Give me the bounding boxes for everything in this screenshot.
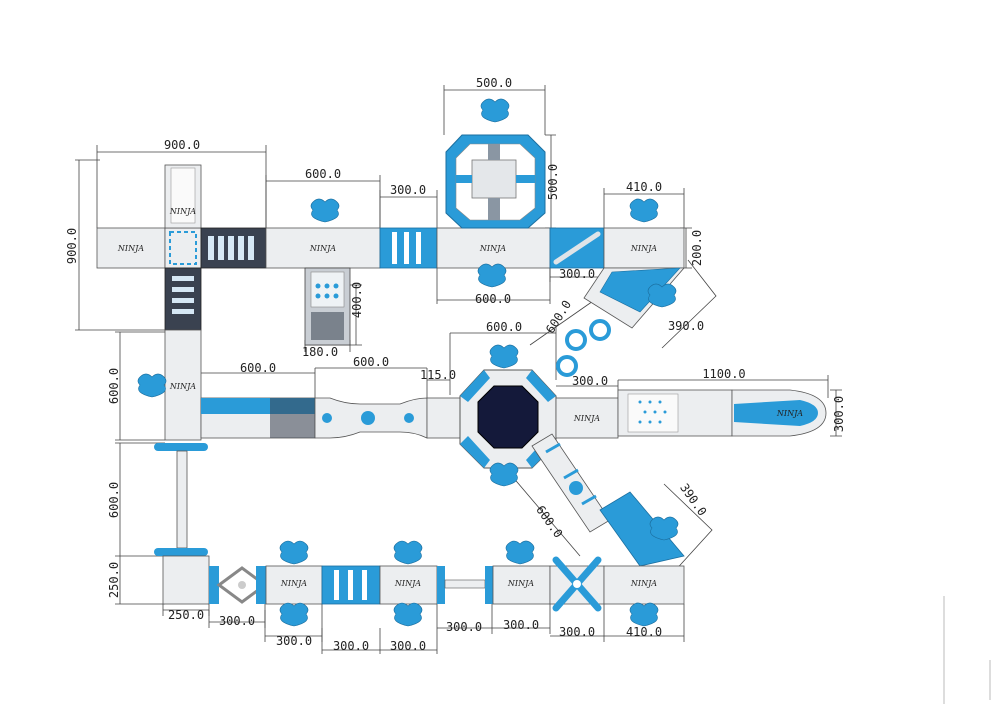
dim-900-left: 900.0 xyxy=(65,228,79,264)
dim-400: 400.0 xyxy=(350,282,364,318)
module-label: NINJA xyxy=(394,579,421,588)
module-label: NINJA xyxy=(117,244,144,253)
dim-1100: 1100.0 xyxy=(702,367,745,381)
dim-600: 600.0 xyxy=(305,167,341,181)
dim-600-diagonal: 600.0 xyxy=(543,298,574,336)
module-label: NINJA xyxy=(630,579,657,588)
dim-180: 180.0 xyxy=(302,345,338,359)
dim-600-left: 600.0 xyxy=(107,368,121,404)
dim-410-top: 410.0 xyxy=(626,180,662,194)
module-label: NINJA xyxy=(280,579,307,588)
bottom-row-modules: NINJA NINJA NINJA NINJA xyxy=(162,555,685,612)
dim-300: 300.0 xyxy=(276,634,312,648)
dim-600-diagonal: 600.0 xyxy=(533,503,565,541)
dim-600: 600.0 xyxy=(240,361,276,375)
angled-slide-top xyxy=(583,267,685,329)
dim-250-left: 250.0 xyxy=(107,562,121,598)
module-label: NINJA xyxy=(630,244,657,253)
dim-300-right: 300.0 xyxy=(832,396,846,432)
module-label: NINJA xyxy=(573,414,600,423)
dim-300: 300.0 xyxy=(572,374,608,388)
module-label: NINJA xyxy=(309,244,336,253)
module-label: NINJA xyxy=(169,207,196,216)
dim-900-top: 900.0 xyxy=(164,138,200,152)
dim-600: 600.0 xyxy=(475,292,511,306)
dim-410-bottom: 410.0 xyxy=(626,625,662,639)
module-label: NINJA xyxy=(507,579,534,588)
dim-390-bottom: 390.0 xyxy=(677,481,709,519)
dim-250-bottom: 250.0 xyxy=(168,608,204,622)
module-label: NINJA xyxy=(776,409,803,418)
dim-500-right: 500.0 xyxy=(546,164,560,200)
dim-300: 300.0 xyxy=(559,625,595,639)
balls xyxy=(556,319,611,377)
dim-300: 300.0 xyxy=(446,620,482,634)
dim-300: 300.0 xyxy=(333,639,369,653)
module-label: NINJA xyxy=(479,244,506,253)
angled-slides-bottom xyxy=(531,433,685,567)
dim-390-top: 390.0 xyxy=(668,319,704,333)
dimension-lines xyxy=(75,85,842,654)
dim-200: 200.0 xyxy=(690,230,704,266)
middle-row-modules: NINJA NINJA NINJA xyxy=(164,329,827,469)
dim-300: 300.0 xyxy=(390,183,426,197)
dim-600-left: 600.0 xyxy=(107,482,121,518)
top-row-modules: NINJA NINJA NINJA NINJA NINJA xyxy=(96,164,685,346)
climbing-pods xyxy=(137,98,679,627)
climbing-tower xyxy=(445,134,546,229)
module-label: NINJA xyxy=(169,382,196,391)
dim-115: 115.0 xyxy=(420,368,456,382)
dim-300: 300.0 xyxy=(219,614,255,628)
dim-600: 600.0 xyxy=(486,320,522,334)
dim-300: 300.0 xyxy=(390,639,426,653)
left-connector xyxy=(154,443,208,556)
dim-300: 300.0 xyxy=(559,267,595,281)
dim-300: 300.0 xyxy=(503,618,539,632)
dim-600: 600.0 xyxy=(353,355,389,369)
dim-500-top: 500.0 xyxy=(476,76,512,90)
